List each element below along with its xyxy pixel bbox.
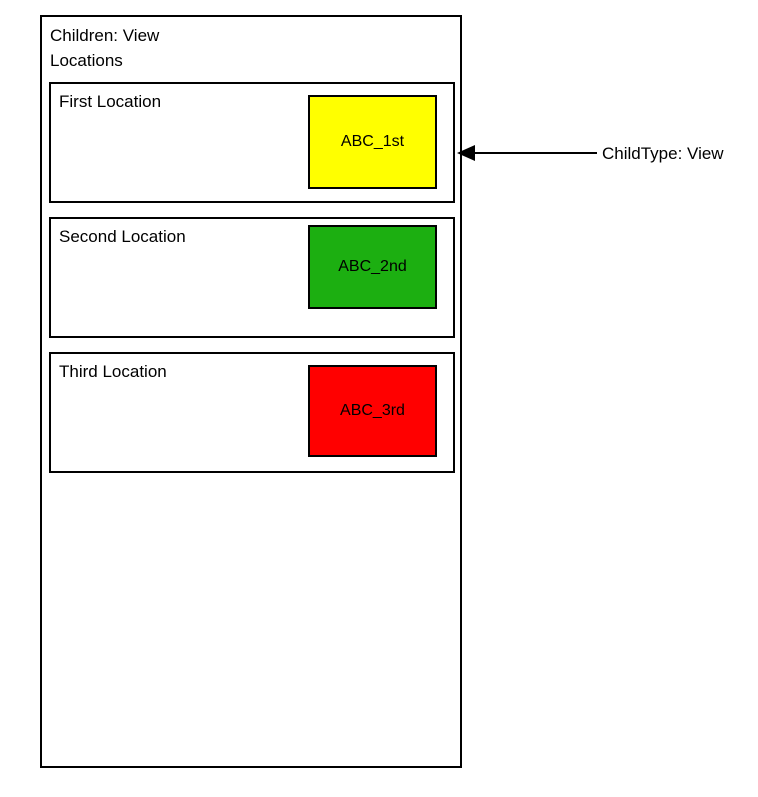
location-box-first[interactable]: First Location ABC_1st xyxy=(49,82,455,203)
location-label-first: First Location xyxy=(59,92,162,111)
location-label-second: Second Location xyxy=(59,227,186,246)
child-view-label-1st: ABC_1st xyxy=(340,133,405,150)
locations-stack: First Location ABC_1st Second Location A… xyxy=(49,82,455,487)
child-view-abc-3rd[interactable]: ABC_3rd xyxy=(308,365,437,457)
annotation-childtype: ChildType: View xyxy=(455,137,724,169)
location-box-third[interactable]: Third Location ABC_3rd xyxy=(49,352,455,473)
location-box-second[interactable]: Second Location ABC_2nd xyxy=(49,217,455,338)
arrow-left-icon xyxy=(457,145,597,161)
child-view-abc-2nd[interactable]: ABC_2nd xyxy=(308,225,437,309)
annotation-label: ChildType: View xyxy=(602,143,724,163)
location-label-third: Third Location xyxy=(59,362,167,381)
child-view-label-3rd: ABC_3rd xyxy=(340,402,405,419)
children-view-locations-container: Children: View Locations First Location … xyxy=(40,15,462,768)
child-view-label-2nd: ABC_2nd xyxy=(338,258,407,275)
container-title: Children: View Locations xyxy=(50,26,160,70)
child-view-abc-1st[interactable]: ABC_1st xyxy=(308,95,437,189)
